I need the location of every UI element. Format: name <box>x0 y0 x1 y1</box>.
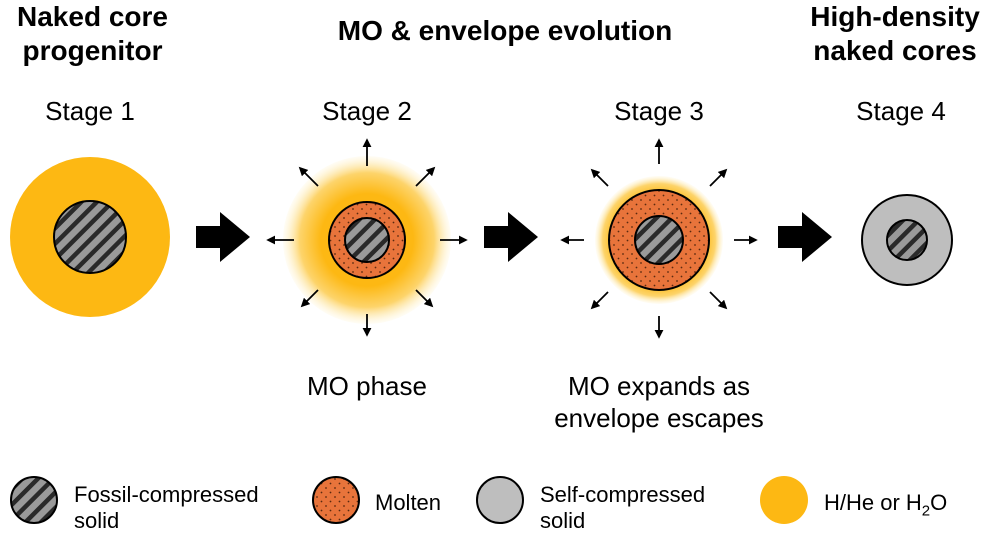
transition-arrow-1-icon <box>196 212 250 262</box>
right-heading-line1: High-density <box>810 1 980 32</box>
legend-fossil-line1: Fossil-compressed <box>74 482 259 507</box>
escape-arrow-up-left-icon <box>590 168 609 187</box>
hatched-circle-icon <box>10 476 58 524</box>
legend-envelope-suffix: O <box>930 490 948 515</box>
left-heading-line1: Naked core <box>17 1 168 32</box>
legend-envelope-prefix: H/He or H <box>824 490 922 515</box>
legend-envelope: H/He or H2O <box>824 490 947 524</box>
stage-4-planet <box>861 194 953 286</box>
stage-3-label: Stage 3 <box>614 96 704 126</box>
escape-arrow-up-left-icon <box>298 166 319 187</box>
escape-arrow-down-left-icon <box>300 289 319 308</box>
left-heading: Naked core progenitor <box>0 0 185 68</box>
escape-arrow-up-right-icon <box>415 166 436 187</box>
legend-self-compressed: Self-compressed solid <box>540 482 705 534</box>
escape-arrow-down-right-icon <box>415 289 434 308</box>
stage-3-caption-line1: MO expands as <box>567 371 751 401</box>
left-heading-line2: progenitor <box>22 35 163 66</box>
transition-arrow-3-icon <box>778 212 832 262</box>
escape-arrow-down-right-icon <box>709 291 728 310</box>
right-heading-line2: naked cores <box>813 35 977 66</box>
transition-arrow-2-icon <box>484 212 538 262</box>
dotted-orange-circle-icon <box>312 476 360 524</box>
stage-3-core <box>634 215 684 265</box>
stage-3-planet <box>595 176 723 304</box>
legend-molten: Molten <box>375 490 442 515</box>
legend-self-line2: solid <box>540 508 586 533</box>
stage-4-label: Stage 4 <box>856 96 946 126</box>
stage-3-escape-arrows <box>560 138 758 339</box>
gray-circle-icon <box>476 476 524 524</box>
stage-1-label: Stage 1 <box>45 96 135 126</box>
stage-3-caption-line2: envelope escapes <box>554 403 764 433</box>
stage-1-planet <box>10 157 170 317</box>
stage-2-label: Stage 2 <box>322 96 412 126</box>
stage-2-caption: MO phase <box>307 371 427 401</box>
right-heading: High-density naked cores <box>790 0 1000 68</box>
legend-envelope-subscript: 2 <box>921 502 931 520</box>
center-heading: MO & envelope evolution <box>337 15 673 46</box>
stage-2-core <box>344 217 390 263</box>
legend-fossil-line2: solid <box>74 508 120 533</box>
stage-3-caption: MO expands as envelope escapes <box>519 370 799 434</box>
yellow-circle-icon <box>760 476 808 524</box>
stage-2-planet <box>283 156 451 324</box>
stage-4-core <box>886 219 928 261</box>
escape-arrow-down-left-icon <box>590 291 609 310</box>
legend-fossil-compressed: Fossil-compressed solid <box>74 482 259 534</box>
stage-1-core <box>53 200 127 274</box>
escape-arrow-up-right-icon <box>709 168 728 187</box>
stage-2-escape-arrows <box>266 138 468 337</box>
legend-self-line1: Self-compressed <box>540 482 706 507</box>
